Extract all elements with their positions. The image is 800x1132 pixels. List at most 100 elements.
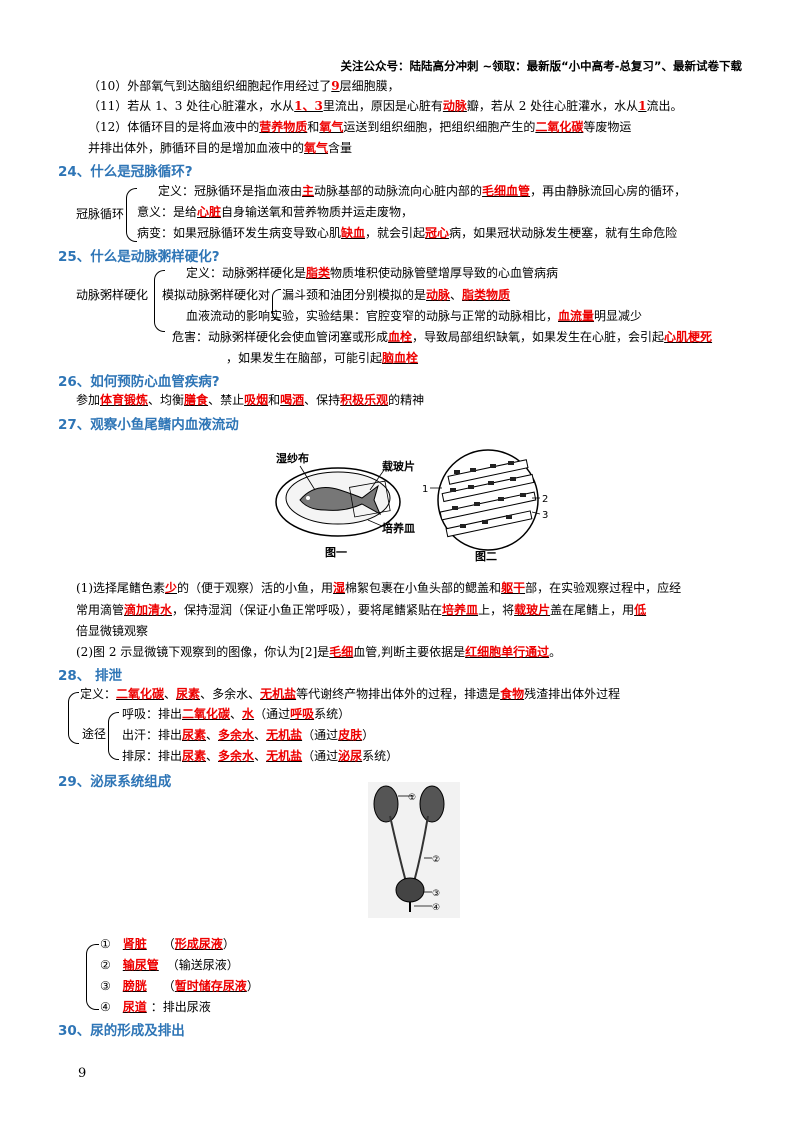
s27-p1-text: (1)选择尾鳍色素 xyxy=(76,581,165,595)
s25-flow-text: 血液流动的影响实验，实验结果：官腔变窄的动脉与正常的动脉相比， xyxy=(186,309,559,323)
figure-2-caption: 图二 xyxy=(475,550,497,563)
s25-flow-answer: 血流量 xyxy=(558,309,595,323)
s29-item3-function: 暂时储存尿液 xyxy=(174,979,247,993)
s25-sim-text: 模拟动脉粥样硬化对 xyxy=(162,288,271,302)
s24-meaning-text: 意义：是给 xyxy=(137,205,198,219)
s29-item3-answer: 膀胱 xyxy=(122,979,147,993)
s29-brace xyxy=(86,944,99,1010)
s27-p1-answer2: 湿 xyxy=(333,581,346,595)
s28-r2-text3: ） xyxy=(362,728,375,742)
page-header: 关注公众号：陆陆高分冲刺 ~领取：最新版“小中高考-总复习”、最新试卷下载 xyxy=(340,59,742,73)
q11-answer3: 1 xyxy=(638,99,647,113)
s24-illness-text2: ，就会引起 xyxy=(365,226,426,240)
s29-item1-function: 形成尿液 xyxy=(174,937,223,951)
s28-r3-text2: （通过 xyxy=(302,749,339,763)
s28-brace xyxy=(68,692,79,744)
s27-p2-answer1: 毛细 xyxy=(329,645,354,659)
s25-flow-text2: 明显减少 xyxy=(594,309,643,323)
label-3: 3 xyxy=(542,510,548,521)
q11-answer2: 动脉 xyxy=(442,99,467,113)
section-25-title: 25、什么是动脉粥样硬化? xyxy=(58,249,220,265)
s26-answer2: 膳食 xyxy=(184,393,209,407)
s28-r3-sep2: 、 xyxy=(254,749,267,763)
s28-def-text3: 等代谢终产物排出体外的过程，排遗是 xyxy=(296,687,501,701)
s25-sim: 模拟动脉粥样硬化对 xyxy=(162,287,270,303)
q11-text2: 里流出，原因是心脏有 xyxy=(322,99,443,113)
q10-text-end: 层细胞膜， xyxy=(339,79,400,93)
s28-route-brace xyxy=(108,712,119,760)
s28-def: 定义：二氧化碳、尿素、多余水、无机盐等代谢终产物排出体外的过程，排遗是食物残渣排… xyxy=(80,686,620,702)
label-glass-slide: 载玻片 xyxy=(382,459,415,473)
q11-answer1: 1、3 xyxy=(294,99,323,113)
q11-text3: 瓣，若从 2 处往心脏灌水，水从 xyxy=(466,99,639,113)
q12-line1: （12）体循环目的是将血液中的营养物质和氧气运送到组织细胞，把组织细胞产生的二氧… xyxy=(88,119,631,135)
section-27-title: 27、观察小鱼尾鳍内血液流动 xyxy=(58,417,239,433)
s27-p2-text2: 血管,判断主要依据是 xyxy=(353,645,466,659)
s24-def-answer2: 毛细血管 xyxy=(482,184,531,198)
fig-label-1: ① xyxy=(408,793,416,803)
s29-item4-desc: ：排出尿液 xyxy=(150,1000,211,1014)
s29-item4-num: ④ xyxy=(100,1000,111,1014)
s25-harm-text: 危害：动脉粥样硬化会使血管闭塞或形成 xyxy=(172,330,389,344)
s28-r1-sep: 、 xyxy=(230,707,243,721)
q12-text2: 和 xyxy=(307,120,320,134)
s28-r2-sep2: 、 xyxy=(254,728,267,742)
q12-text6: 含量 xyxy=(328,141,353,155)
s29-item3-paren: （ xyxy=(162,979,175,993)
s29-item1-num: ① xyxy=(100,937,111,951)
s29-item2-num: ② xyxy=(100,958,111,972)
s26-text: 参加 xyxy=(76,393,101,407)
s29-item1-paren: （ xyxy=(162,937,175,951)
s28-def-answer1: 二氧化碳 xyxy=(116,687,165,701)
s27-p1-line1: (1)选择尾鳍色素少的（便于观察）活的小鱼，用湿棉絮包裹在小鱼头部的鳃盖和躯干部… xyxy=(76,580,681,596)
s27-p1-text2: 的（便于观察）活的小鱼，用 xyxy=(177,581,334,595)
s25-harm: 危害：动脉粥样硬化会使血管闭塞或形成血栓，导致局部组织缺氧，如果发生在心脏，会引… xyxy=(172,329,712,345)
s25-sim-answer1: 动脉 xyxy=(426,288,451,302)
s26-answer4: 喝酒 xyxy=(280,393,305,407)
s28-r1-answer1: 二氧化碳 xyxy=(182,707,231,721)
urinary-system-figure: ① ② ③ ④ xyxy=(368,782,460,918)
s28-route-breath: 呼吸：排出二氧化碳、水（通过呼吸系统） xyxy=(122,706,350,722)
section-29-title: 29、泌尿系统组成 xyxy=(58,774,172,790)
q10-text: （10）外部氧气到达脑组织细胞起作用经过了 xyxy=(88,79,332,93)
s28-def-text4: 残渣排出体外过程 xyxy=(524,687,621,701)
s26-answer5: 积极乐观 xyxy=(340,393,389,407)
s24-illness-text3: 病，如果冠状动脉发生梗塞，就有生命危险 xyxy=(449,226,678,240)
s27-p1-text8: 盖在尾鳍上，用 xyxy=(550,603,635,617)
s27-p1-line2: 常用滴管滴加清水，保持湿润（保证小鱼正常呼吸），要将尾鳍紧贴在培养皿上，将载玻片… xyxy=(76,602,646,618)
s27-p2-line: (2)图 2 示显微镜下观察到的图像，你认为[2]是毛细血管,判断主要依据是红细… xyxy=(76,644,561,660)
s28-r3-text3: 系统） xyxy=(362,749,399,763)
q10-line: （10）外部氧气到达脑组织细胞起作用经过了9层细胞膜， xyxy=(88,78,400,94)
s25-flow: 血液流动的影响实验，实验结果：官腔变窄的动脉与正常的动脉相比，血流量明显减少 xyxy=(186,308,642,324)
s28-route-label: 途径 xyxy=(82,727,107,741)
s28-def-text: 定义： xyxy=(80,687,117,701)
s29-item2-desc: （输送尿液） xyxy=(166,958,239,972)
q12-text: （12）体循环目的是将血液中的 xyxy=(88,120,260,134)
fig-label-3: ③ xyxy=(432,889,440,899)
q12-line2: 并排出体外，肺循环目的是增加血液中的氧气含量 xyxy=(88,140,352,156)
figure-1: 湿纱布 载玻片 培养皿 图一 xyxy=(275,451,415,559)
section-24-title: 24、什么是冠脉循环? xyxy=(58,164,193,180)
s25-sim-answer2: 脂类物质 xyxy=(462,288,511,302)
s28-def-sep: 、 xyxy=(164,687,177,701)
label-2: 2 xyxy=(542,494,548,505)
s27-p1-answer4: 滴加清水 xyxy=(124,603,173,617)
s24-def: 定义：冠脉循环是指血液由主动脉基部的动脉流向心脏内部的毛细血管，再由静脉流回心房… xyxy=(158,183,686,199)
s24-illness-answer1: 缺血 xyxy=(341,226,366,240)
s29-item2-answer: 输尿管 xyxy=(122,958,159,972)
q10-answer: 9 xyxy=(331,79,340,93)
fish-observation-figure: 湿纱布 载玻片 培养皿 图一 1 2 3 图二 xyxy=(275,449,548,563)
s24-illness-text: 病变：如果冠脉循环发生病变导致心肌 xyxy=(137,226,342,240)
s26-text4: 和 xyxy=(268,393,281,407)
s27-p2-text: (2)图 2 示显微镜下观察到的图像，你认为[2]是 xyxy=(76,645,330,659)
s25-def-text2: 物质堆积使动脉管壁增厚导致的心血管病病 xyxy=(330,266,559,280)
s27-p1-text3: 棉絮包裹在小鱼头部的鳃盖和 xyxy=(345,581,502,595)
s28-def-text2: 、多余水、 xyxy=(200,687,261,701)
s27-p1-answer1: 少 xyxy=(165,581,178,595)
s28-route-urine: 排尿：排出尿素、多余水、无机盐（通过泌尿系统） xyxy=(122,748,398,764)
s25-sim-detail: 漏斗颈和油团分别模拟的是动脉、脂类物质 xyxy=(282,287,510,303)
s29-item1-answer: 肾脏 xyxy=(122,937,147,951)
s28-r1-text3: 系统） xyxy=(314,707,351,721)
